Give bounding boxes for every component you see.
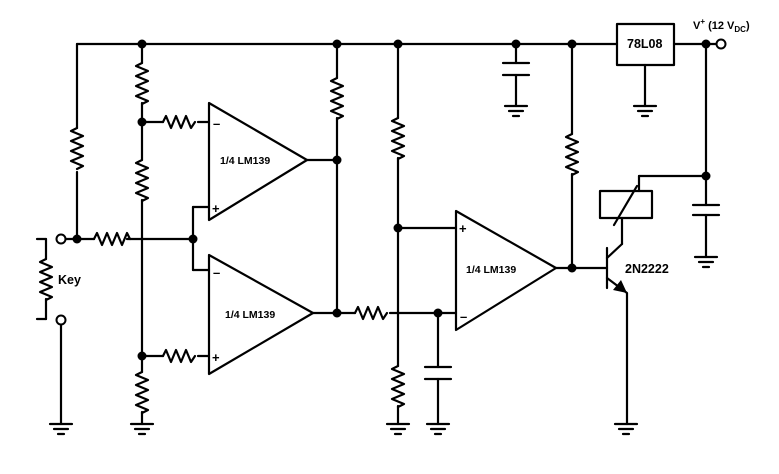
voltage-regulator: 78L08 bbox=[615, 22, 676, 67]
transistor-label: 2N2222 bbox=[625, 262, 669, 276]
supply-label: V+ (12 VDC) bbox=[693, 17, 750, 34]
key-terminal-top bbox=[55, 233, 67, 245]
capacitor bbox=[691, 203, 721, 217]
resistor bbox=[134, 370, 150, 415]
resistor bbox=[390, 364, 406, 409]
resistor bbox=[92, 231, 132, 247]
comparator-lower-plus: + bbox=[212, 350, 220, 365]
junction-dots bbox=[72, 39, 711, 361]
grounds bbox=[48, 104, 719, 436]
supply-terminal bbox=[715, 38, 727, 50]
terminals bbox=[55, 38, 727, 326]
comparator-upper: 1/4 LM139 – + bbox=[207, 101, 309, 222]
key-terminal-bottom bbox=[55, 314, 67, 326]
resistor bbox=[134, 61, 150, 106]
resistor bbox=[161, 348, 197, 364]
npn-transistor: 2N2222 bbox=[605, 242, 669, 426]
resistor bbox=[329, 76, 345, 121]
resistor bbox=[38, 257, 54, 302]
comparator-right-plus: + bbox=[459, 221, 467, 236]
ground-symbol bbox=[613, 422, 639, 436]
wiring bbox=[35, 42, 718, 426]
comparator-lower-label: 1/4 LM139 bbox=[225, 309, 275, 321]
comparator-right: 1/4 LM139 + – bbox=[454, 209, 558, 332]
ground-symbol bbox=[385, 422, 411, 436]
resistor bbox=[564, 132, 580, 177]
key-label: Key bbox=[58, 273, 81, 287]
comparator-lower: 1/4 LM139 – + bbox=[207, 253, 315, 376]
capacitor bbox=[501, 61, 531, 77]
capacitors bbox=[423, 61, 721, 381]
regulator-label: 78L08 bbox=[627, 37, 662, 51]
ground-symbol bbox=[129, 422, 155, 436]
resistor bbox=[353, 305, 389, 321]
comparator-right-minus: – bbox=[460, 309, 467, 324]
resistor bbox=[69, 126, 85, 171]
resistor bbox=[161, 114, 197, 130]
ground-symbol bbox=[693, 255, 719, 269]
ground-symbol bbox=[48, 422, 74, 436]
resistor bbox=[390, 116, 406, 161]
ground-symbol bbox=[503, 104, 529, 118]
capacitor bbox=[423, 365, 453, 381]
resistors bbox=[38, 61, 580, 415]
resistor bbox=[134, 158, 150, 203]
comparator-right-label: 1/4 LM139 bbox=[466, 264, 516, 276]
comparator-upper-label: 1/4 LM139 bbox=[220, 155, 270, 167]
ground-symbol bbox=[425, 422, 451, 436]
ground-symbol bbox=[632, 104, 658, 118]
comparator-upper-minus: – bbox=[213, 116, 220, 131]
relay-coil bbox=[598, 184, 654, 227]
comparator-upper-plus: + bbox=[212, 201, 220, 216]
comparator-lower-minus: – bbox=[213, 265, 220, 280]
